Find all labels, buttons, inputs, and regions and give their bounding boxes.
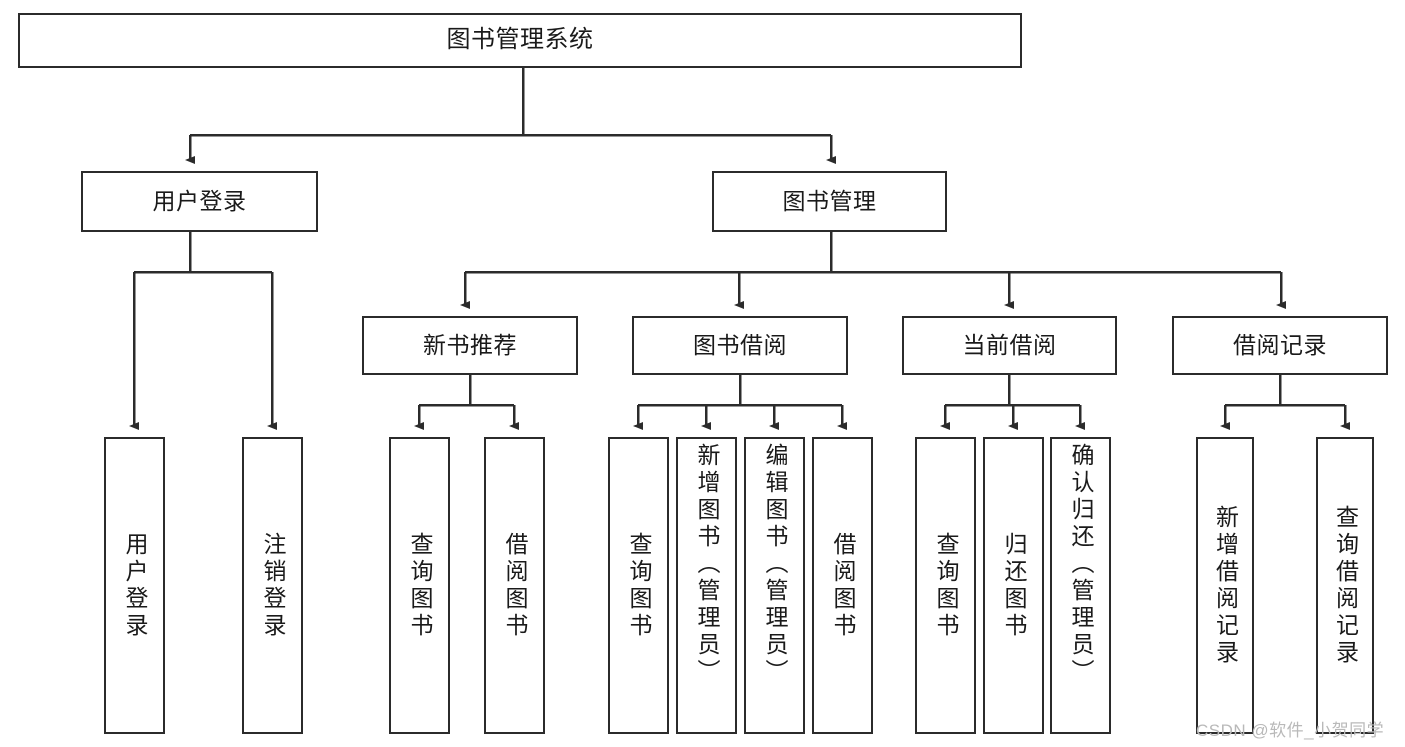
node-book-borrow[interactable]: 图书借阅 (632, 316, 848, 375)
node-borrow-record-label: 借阅记录 (1233, 331, 1327, 358)
leaf-add-record[interactable]: 新增借阅记录 (1196, 437, 1254, 734)
leaf-logout[interactable]: 注销登录 (242, 437, 303, 734)
leaf-query-record-label: 查询借阅记录 (1332, 504, 1359, 667)
node-book-borrow-label: 图书借阅 (693, 331, 787, 358)
leaf-query-book-2-label: 查询图书 (626, 531, 652, 640)
leaf-return-book[interactable]: 归还图书 (983, 437, 1044, 734)
leaf-logout-label: 注销登录 (260, 531, 286, 640)
node-borrow-record[interactable]: 借阅记录 (1172, 316, 1388, 375)
node-root[interactable]: 图书管理系统 (18, 13, 1022, 68)
leaf-user-login-label: 用户登录 (122, 531, 148, 640)
leaf-query-book-2[interactable]: 查询图书 (608, 437, 669, 734)
leaf-confirm-return-label: 确认归还（管理员） (1068, 443, 1094, 686)
node-root-label: 图书管理系统 (446, 26, 594, 54)
leaf-confirm-return[interactable]: 确认归还（管理员） (1050, 437, 1111, 734)
node-book-manage[interactable]: 图书管理 (712, 171, 947, 232)
leaf-query-book-1[interactable]: 查询图书 (389, 437, 450, 734)
leaf-borrow-book-1[interactable]: 借阅图书 (484, 437, 545, 734)
leaf-query-book-3[interactable]: 查询图书 (915, 437, 976, 734)
node-user-login-label: 用户登录 (152, 187, 247, 214)
leaf-borrow-book-1-label: 借阅图书 (502, 531, 528, 640)
leaf-borrow-book-2-label: 借阅图书 (830, 531, 856, 640)
leaf-return-book-label: 归还图书 (1001, 531, 1027, 640)
node-new-book-rec[interactable]: 新书推荐 (362, 316, 578, 375)
node-book-manage-label: 图书管理 (782, 187, 877, 214)
leaf-add-book[interactable]: 新增图书（管理员） (676, 437, 737, 734)
leaf-borrow-book-2[interactable]: 借阅图书 (812, 437, 873, 734)
leaf-query-book-1-label: 查询图书 (407, 531, 433, 640)
leaf-query-book-3-label: 查询图书 (933, 531, 959, 640)
leaf-edit-book[interactable]: 编辑图书（管理员） (744, 437, 805, 734)
leaf-edit-book-label: 编辑图书（管理员） (762, 443, 788, 686)
node-current-borrow[interactable]: 当前借阅 (902, 316, 1117, 375)
leaf-add-record-label: 新增借阅记录 (1212, 504, 1239, 667)
leaf-query-record[interactable]: 查询借阅记录 (1316, 437, 1374, 734)
node-user-login[interactable]: 用户登录 (81, 171, 318, 232)
node-new-book-rec-label: 新书推荐 (423, 331, 517, 358)
node-current-borrow-label: 当前借阅 (962, 331, 1057, 358)
leaf-user-login[interactable]: 用户登录 (104, 437, 165, 734)
leaf-add-book-label: 新增图书（管理员） (694, 443, 720, 686)
csdn-watermark: CSDN @软件_小贺同学 (1196, 721, 1385, 740)
